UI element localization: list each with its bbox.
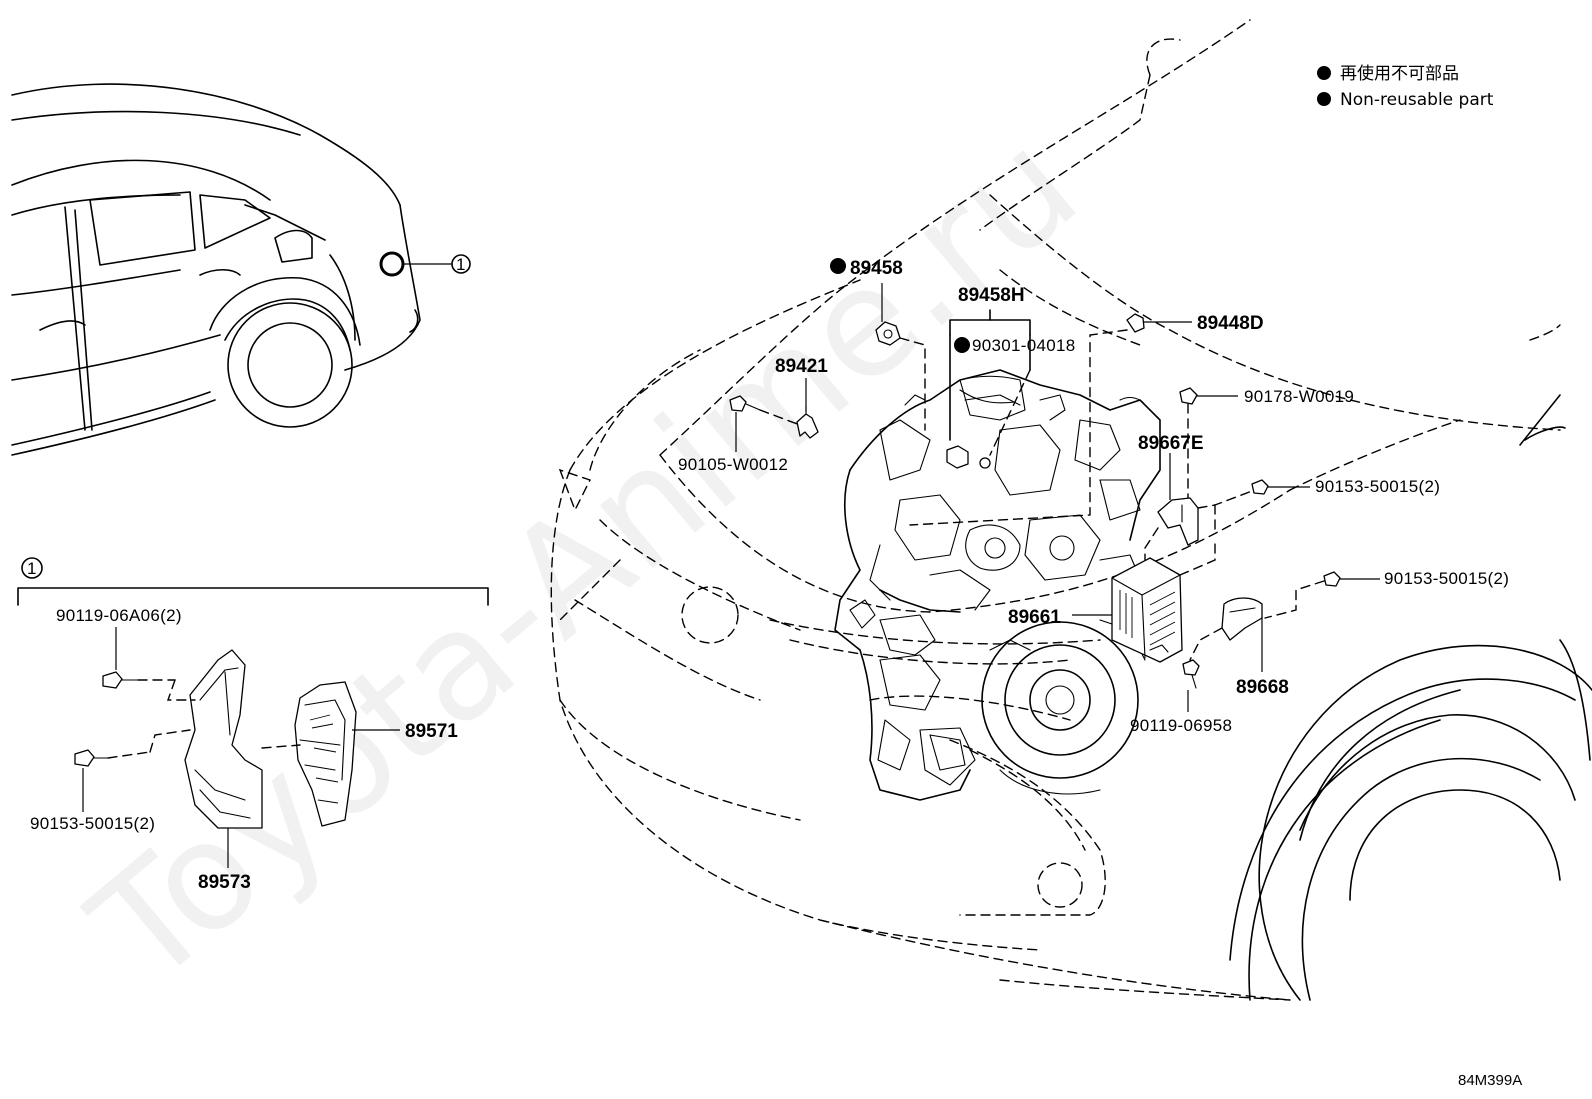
bolt-90119-06A06 bbox=[102, 671, 176, 689]
non-reusable-dot-89458 bbox=[830, 258, 846, 274]
legend-text-en: Non-reusable part bbox=[1340, 90, 1494, 110]
sensor-location-marker bbox=[379, 251, 405, 277]
callout-number: 1 bbox=[456, 255, 466, 274]
label-89573: 89573 bbox=[198, 872, 251, 893]
sensor-89571 bbox=[261, 681, 357, 827]
bolt-90153-50015-lower bbox=[1264, 571, 1380, 619]
legend-dot-jp bbox=[1317, 66, 1331, 80]
label-89571: 89571 bbox=[405, 721, 458, 742]
engine-assembly bbox=[834, 369, 1161, 801]
legend-dot-en bbox=[1317, 92, 1331, 106]
sensor-89421 bbox=[796, 378, 819, 439]
bracket-89573 bbox=[149, 649, 263, 829]
bolt-90153-50015-upper bbox=[1251, 479, 1310, 495]
label-90105-W0012: 90105-W0012 bbox=[678, 455, 788, 474]
bolt-90119-06958 bbox=[1182, 659, 1200, 712]
callout-detail: 1 bbox=[17, 557, 489, 893]
label-90119-06A06: 90119-06A06(2) bbox=[56, 606, 182, 625]
label-89667E: 89667E bbox=[1138, 433, 1204, 454]
label-90153-50015-a: 90153-50015(2) bbox=[1315, 477, 1440, 496]
bolt-90105-W0012 bbox=[729, 395, 801, 452]
bracket-89668 bbox=[1189, 597, 1263, 672]
bolt-90153-50015-left bbox=[74, 749, 151, 767]
label-89668: 89668 bbox=[1236, 677, 1289, 698]
bracket-89458H bbox=[946, 309, 1031, 469]
label-89458: 89458 bbox=[850, 258, 903, 279]
label-89458H: 89458H bbox=[958, 285, 1025, 306]
nut-90178-W0019 bbox=[1179, 387, 1238, 501]
label-90301-04018: 90301-04018 bbox=[972, 336, 1076, 355]
non-reusable-dot-90301 bbox=[954, 337, 970, 353]
label-90178-W0019: 90178-W0019 bbox=[1244, 387, 1354, 406]
label-89421: 89421 bbox=[775, 356, 828, 377]
legend: 再使用不可部品 Non-reusable part bbox=[1317, 63, 1494, 110]
front-car-outline bbox=[550, 19, 1592, 1001]
label-89448D: 89448D bbox=[1197, 313, 1264, 334]
sensor-89667E bbox=[1144, 453, 1261, 561]
callout-detail-number: 1 bbox=[27, 559, 37, 578]
legend-text-jp: 再使用不可部品 bbox=[1340, 63, 1459, 84]
label-89661: 89661 bbox=[1008, 607, 1061, 628]
figure-code: 84M399A bbox=[1458, 1072, 1522, 1089]
label-90153-50015-c: 90153-50015(2) bbox=[30, 814, 155, 833]
label-90119-06958: 90119-06958 bbox=[1130, 716, 1232, 735]
sensor-89458 bbox=[875, 283, 926, 431]
ecu-89661 bbox=[1072, 539, 1216, 663]
sensor-89448D bbox=[909, 313, 1192, 526]
label-90153-50015-b: 90153-50015(2) bbox=[1384, 569, 1509, 588]
rear-car-outline: 1 bbox=[11, 83, 471, 456]
